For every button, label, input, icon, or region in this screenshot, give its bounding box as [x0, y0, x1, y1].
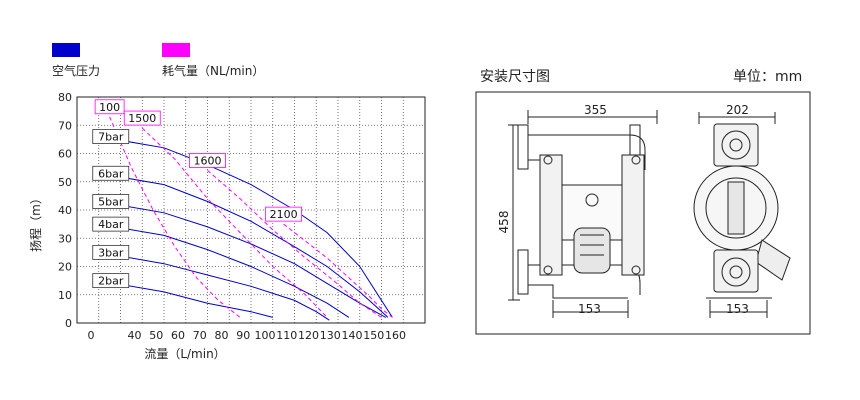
x-tick-label: 100 — [255, 329, 276, 342]
legend-label-pressure: 空气压力 — [52, 64, 101, 78]
y-tick-label: 60 — [58, 148, 72, 161]
consumption-label-2100: 2100 — [270, 208, 298, 221]
plot-frame — [76, 96, 426, 324]
dimension-drawing-title: 安装尺寸图 — [480, 69, 550, 85]
consumption-label-100: 100 — [99, 101, 120, 114]
consumption-label-100-box — [94, 99, 125, 115]
pressure-line-4bar — [98, 223, 350, 318]
pressure-line-7bar — [98, 136, 393, 318]
legend-swatch-pressure — [52, 43, 80, 57]
x-tick-label: 120 — [298, 329, 319, 342]
side-base-dimension: 153 — [726, 302, 749, 316]
legend-swatch-consumption — [162, 43, 190, 57]
pressure-label-4bar: 4bar — [98, 218, 124, 231]
x-tick-label: 60 — [171, 329, 185, 342]
x-tick-label: 160 — [385, 329, 406, 342]
front-width-dimension: 355 — [584, 103, 607, 117]
consumption-line-2100 — [283, 223, 393, 318]
side-view — [693, 112, 791, 318]
x-tick-label: 50 — [149, 329, 163, 342]
x-tick-label: 70 — [193, 329, 207, 342]
drawing-frame — [475, 91, 811, 335]
consumption-label-1600-box — [189, 153, 226, 168]
pressure-label-3bar-box — [92, 244, 130, 260]
y-tick-label: 20 — [58, 261, 72, 274]
pressure-line-2bar — [98, 280, 273, 318]
consumption-label-1500: 1500 — [128, 112, 156, 125]
side-width-dimension: 202 — [726, 103, 749, 117]
pressure-line-5bar — [98, 201, 387, 318]
consumption-label-1600: 1600 — [194, 154, 222, 167]
pressure-line-6bar — [98, 172, 389, 318]
pressure-label-4bar-box — [92, 216, 130, 232]
consumption-label-1500-box — [123, 110, 161, 126]
pressure-label-2bar-box — [92, 273, 130, 289]
pressure-label-7bar: 7bar — [98, 131, 124, 144]
dimension-unit: 单位：mm — [733, 69, 803, 85]
x-tick-label: 130 — [320, 329, 341, 342]
x-tick-label: 40 — [128, 329, 142, 342]
pressure-line-3bar — [98, 251, 330, 321]
x-axis-title: 流量（L/min） — [144, 347, 225, 361]
pressure-label-6bar: 6bar — [98, 167, 124, 180]
y-tick-label: 30 — [58, 232, 72, 245]
pressure-label-6bar-box — [92, 165, 130, 181]
x-tick-label: 0 — [88, 329, 95, 342]
consumption-line-1500 — [141, 127, 328, 318]
consumption-label-2100-box — [265, 206, 303, 222]
consumption-line-1600 — [207, 170, 382, 318]
pressure-label-5bar: 5bar — [98, 196, 124, 209]
x-tick-label: 80 — [215, 329, 229, 342]
y-tick-label: 0 — [65, 317, 72, 330]
pressure-label-2bar: 2bar — [98, 275, 124, 288]
front-view — [508, 110, 658, 318]
x-tick-label: 140 — [342, 329, 363, 342]
pressure-label-7bar-box — [92, 129, 130, 144]
front-base-dimension: 153 — [578, 302, 601, 316]
y-tick-label: 70 — [58, 119, 72, 132]
x-tick-label: 110 — [276, 329, 297, 342]
y-tick-label: 50 — [58, 176, 72, 189]
legend-label-consumption: 耗气量（NL/min） — [162, 64, 265, 78]
pressure-label-5bar-box — [92, 194, 130, 209]
x-tick-label: 90 — [236, 329, 250, 342]
pressure-label-3bar: 3bar — [98, 246, 124, 259]
y-axis-title: 扬程（m） — [28, 192, 43, 252]
y-tick-label: 10 — [58, 289, 72, 302]
chart-series — [98, 116, 393, 321]
y-tick-label: 80 — [58, 91, 72, 104]
chart-series-labels: 7bar 6bar 5bar 4bar 3bar 2bar 100 1500 1600 2100 — [92, 99, 303, 289]
front-height-dimension: 458 — [497, 211, 511, 234]
y-tick-label: 40 — [58, 204, 72, 217]
x-tick-label: 150 — [363, 329, 384, 342]
